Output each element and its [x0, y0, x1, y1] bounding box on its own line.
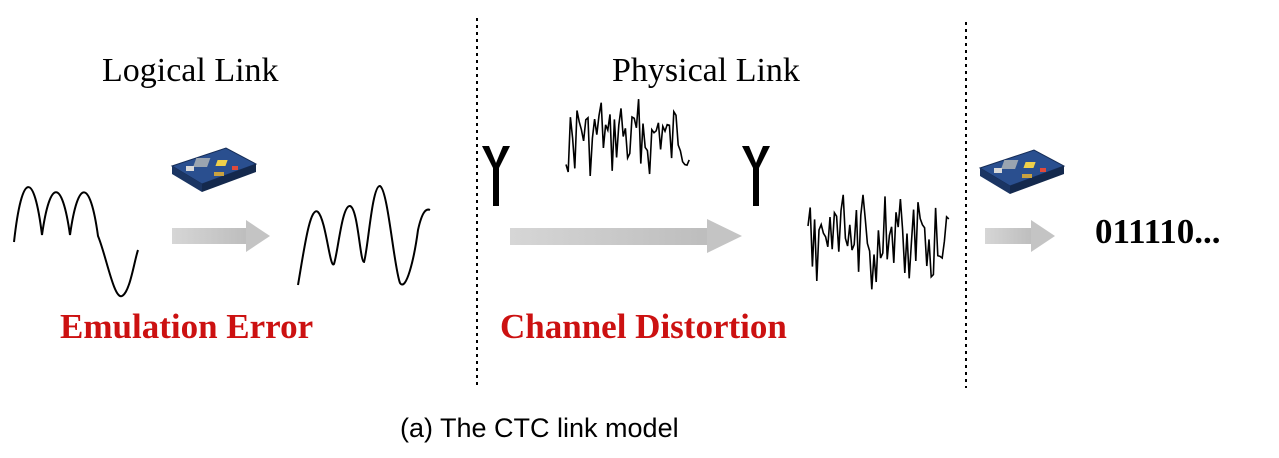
arrow-icon — [985, 220, 1055, 252]
figure-caption: (a) The CTC link model — [400, 413, 679, 443]
channel-noise-wave — [565, 99, 690, 177]
antenna-icon — [482, 146, 510, 206]
board-icon — [170, 147, 258, 192]
arrow-icon — [172, 220, 270, 252]
arrow-icon — [510, 219, 742, 253]
channel-distortion-label: Channel Distortion — [500, 307, 787, 346]
distorted-signal-wave — [807, 194, 950, 290]
antenna-icon — [742, 146, 770, 206]
physical-link-title: Physical Link — [612, 52, 800, 89]
emulated-signal-wave — [297, 184, 431, 286]
emulation-error-label: Emulation Error — [60, 307, 314, 346]
original-signal-wave — [13, 186, 139, 298]
board-icon — [978, 149, 1066, 194]
logical-link-title: Logical Link — [102, 52, 279, 89]
output-bits-label: 011110... — [1095, 212, 1221, 251]
